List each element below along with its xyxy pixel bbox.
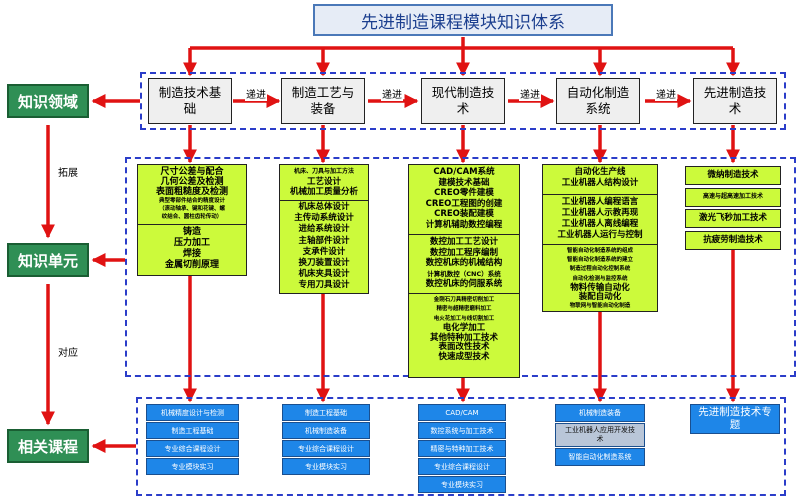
unit-box-anti-fatigue: 抗疲劳制造技术 <box>685 231 781 250</box>
correspond-label: 对应 <box>58 348 78 359</box>
unit-box-micro-nano: 微纳制造技术 <box>685 166 781 185</box>
unit-item: 计算机数控（CNC）系统 <box>427 269 501 278</box>
course-box: 工业机器人应用开发技术 <box>555 423 645 447</box>
course-box: 先进制造技术专题 <box>690 404 780 434</box>
unit-item: 智能自动化制造系统的组成 <box>566 248 633 254</box>
progress-label: 递进 <box>381 86 403 101</box>
unit-item: 工艺设计 <box>306 177 341 187</box>
unit-box-automation: 自动化生产线 工业机器人结构设计 工业机器人编程语言 工业机器人示教再现 工业机… <box>542 164 658 312</box>
unit-item: 数控加工工艺设计 <box>429 237 498 247</box>
extend-label: 拓展 <box>58 168 78 179</box>
unit-box-modern: CAD/CAM系统 建模技术基础 CREO零件建模 CREO工程图的创建 CRE… <box>408 164 520 378</box>
unit-item: CREO装配建模 <box>434 209 494 219</box>
unit-item: 尺寸公差与配合 <box>160 167 224 177</box>
unit-item: 焊接 <box>182 249 201 259</box>
course-box: 机械制造装备 <box>555 404 645 422</box>
unit-item: 自动化生产线 <box>574 167 626 177</box>
unit-item: 物联网与智能自动化制造 <box>569 303 631 310</box>
unit-item: 计算机辅助数控编程 <box>425 219 503 230</box>
unit-item: 压力加工 <box>173 238 210 248</box>
course-box: 智能自动化制造系统 <box>555 448 645 466</box>
course-box: 精密与特种加工技术 <box>418 440 506 457</box>
course-box: CAD/CAM <box>418 404 506 421</box>
unit-item: 数控加工程序编制 <box>429 247 498 258</box>
unit-item: （滚动轴承、键和花键、螺 <box>158 206 225 212</box>
unit-item: 快速成型技术 <box>438 352 490 363</box>
unit-item: CAD/CAM系统 <box>433 167 495 177</box>
unit-item: 工业机器人运行与控制 <box>557 230 643 240</box>
unit-box-process: 机床、刀具与加工方法 工艺设计 机械加工质量分析 机床总体设计 主传动系统设计 … <box>279 164 369 294</box>
knowledge-unit-box: 知识单元 <box>7 243 89 277</box>
progress-label: 递进 <box>245 86 267 101</box>
course-box: 专业综合课程设计 <box>282 440 370 457</box>
unit-item: 专用刀具设计 <box>298 280 350 291</box>
course-box: 专业综合课程设计 <box>418 458 506 475</box>
course-box: 机械制造装备 <box>282 422 370 439</box>
module-advanced-manufacturing: 先进制造技术 <box>693 78 777 124</box>
unit-item: 换刀装置设计 <box>298 258 350 269</box>
course-box: 制造工程基础 <box>282 404 370 421</box>
unit-item: 机床夹具设计 <box>298 269 350 280</box>
unit-box-basics: 尺寸公差与配合 几何公差及检测 表面粗糙度及检测 典型零部件结合的精度设计 （滚… <box>137 164 247 276</box>
course-box: 专业模块实习 <box>418 476 506 493</box>
unit-item: 其他特种加工技术 <box>429 332 498 343</box>
course-box: 机械精度设计与检测 <box>146 404 239 421</box>
unit-item: 精密与超精密磨料加工 <box>436 306 492 313</box>
unit-item: 智能自动化制造系统的建立 <box>566 257 633 264</box>
unit-item: 进给系统设计 <box>298 224 350 235</box>
unit-box-laser: 激光飞秒加工技术 <box>685 209 781 228</box>
course-box: 专业模块实习 <box>282 458 370 475</box>
course-frame <box>136 397 786 496</box>
unit-item: 制造过程自动化控制系统 <box>569 266 631 273</box>
module-manufacturing-basics: 制造技术基础 <box>148 78 232 124</box>
unit-item: CREO零件建模 <box>434 188 494 198</box>
related-course-box: 相关课程 <box>7 429 89 463</box>
unit-item: 表面改性技术 <box>438 342 490 353</box>
unit-box-high-speed: 高速与超高速加工技术 <box>685 188 781 207</box>
course-box: 制造工程基础 <box>146 422 239 439</box>
unit-item: 工业机器人结构设计 <box>561 178 639 188</box>
unit-item: 数控机床的伺服系统 <box>425 279 503 289</box>
course-box: 专业综合课程设计 <box>146 440 239 457</box>
unit-item: 典型零部件结合的精度设计 <box>158 198 225 204</box>
course-box: 专业模块实习 <box>146 458 239 475</box>
unit-item: 金刚石刀具精密切削加工 <box>433 296 495 303</box>
progress-label: 递进 <box>519 86 541 101</box>
page-title: 先进制造课程模块知识体系 <box>313 4 613 36</box>
module-automation-system: 自动化制造系统 <box>556 78 640 124</box>
unit-item: 支承件设计 <box>302 246 346 257</box>
unit-item: 工业机器人离线编程 <box>561 219 639 229</box>
unit-item: 机械加工质量分析 <box>289 187 358 197</box>
unit-item: 装配自动化 <box>578 292 622 303</box>
progress-label: 递进 <box>655 86 677 101</box>
unit-item: 自动化检测与监控系统 <box>572 275 628 282</box>
unit-item: 工业机器人编程语言 <box>561 197 639 207</box>
unit-item: 主传动系统设计 <box>294 213 354 224</box>
unit-item: 机床总体设计 <box>298 202 350 212</box>
unit-item: 表面粗糙度及检测 <box>155 187 228 197</box>
unit-item: 纹结合、圆柱齿轮传动） <box>161 214 223 220</box>
unit-item: 电火花加工与线切割加工 <box>433 315 495 322</box>
unit-item: 几何公差及检测 <box>160 177 224 187</box>
unit-item: 物料传输自动化 <box>570 282 630 293</box>
course-box: 数控系统与加工技术 <box>418 422 506 439</box>
unit-item: 数控机床的机械结构 <box>425 258 503 268</box>
module-frame <box>140 72 786 130</box>
unit-item: 电化学加工 <box>442 323 486 334</box>
knowledge-domain-box: 知识领域 <box>7 84 89 118</box>
module-modern-manufacturing: 现代制造技术 <box>421 78 505 124</box>
unit-item: 主轴部件设计 <box>298 235 350 246</box>
unit-item: 工业机器人示教再现 <box>561 208 639 218</box>
unit-item: 机床、刀具与加工方法 <box>293 168 354 175</box>
unit-item: 金属切削原理 <box>164 260 219 270</box>
unit-item: 铸造 <box>182 227 201 237</box>
unit-item: 建模技术基础 <box>438 177 490 188</box>
module-process-equipment: 制造工艺与装备 <box>281 78 365 124</box>
unit-item: CREO工程图的创建 <box>425 198 503 209</box>
